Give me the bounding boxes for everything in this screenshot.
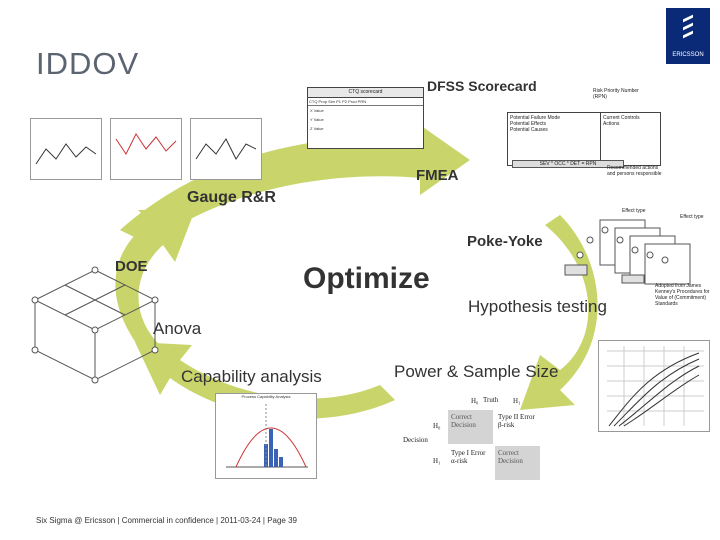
decision-label: Decision [403, 436, 428, 444]
decision-h0: H₀ [433, 422, 441, 430]
optimize-label: Optimize [303, 262, 430, 295]
poke-yoke-diagrams [564, 219, 691, 285]
page-title: IDDOV [36, 46, 140, 81]
arrow-top [120, 125, 470, 245]
ctq-col-headers: CTQ Prop Sim P1 P2 Prod PRN [308, 98, 423, 106]
truth-h1: H₁ [513, 397, 521, 405]
fmea-col-actions: Actions [603, 121, 620, 127]
ctq-row-x: X Value [310, 108, 324, 113]
truth-label: Truth [483, 396, 499, 404]
fmea-controls: Current Controls Actions [600, 112, 661, 166]
doe-label: DOE [115, 258, 148, 275]
cell-correct-2: Correct Decision [495, 446, 540, 480]
capability-label: Capability analysis [181, 367, 322, 386]
doe-cube [31, 266, 159, 384]
risk-priority-note: Risk Priority Number (RPN) [593, 88, 639, 100]
truth-h0: H₀ [471, 397, 479, 405]
arrow-bottom [135, 342, 395, 419]
gauge-label: Gauge R&R [187, 189, 276, 206]
capability-chart: Process Capability Analysis [215, 393, 317, 479]
power-sample-label: Power & Sample Size [394, 362, 559, 381]
anova-label: Anova [153, 319, 202, 338]
rpn-formula: SEV * OCC * DET = RPN [512, 160, 624, 168]
cell-correct-1: Correct Decision [448, 410, 493, 444]
poke-effect-type-1: Effect type [622, 208, 646, 214]
fmea-col-controls: Current Controls [603, 115, 640, 121]
gauge-chart-2 [110, 118, 182, 180]
fmea-effect: Potential Effects [510, 121, 547, 127]
gauge-chart-3 [190, 118, 262, 180]
ctq-row-z: Z Value [310, 126, 324, 131]
fmea-col-causes: Potential Causes [510, 127, 548, 133]
ctq-row-y: Y Value [310, 117, 324, 122]
decision-h1: H₁ [433, 457, 441, 465]
cell-type1: Type I Error α-risk [451, 449, 486, 465]
poke-note: Adopted from James Kenney's Procedures f… [655, 283, 710, 307]
fmea-label: FMEA [416, 167, 459, 184]
power-curve-chart [598, 340, 710, 432]
poke-effect-type-2: Effect type [680, 214, 704, 220]
footer: Six Sigma @ Ericsson | Commercial in con… [36, 516, 297, 525]
hypothesis-label: Hypothesis testing [468, 297, 607, 316]
dfss-label: DFSS Scorecard [427, 78, 537, 94]
gauge-chart-1 [30, 118, 102, 180]
cell-type2: Type II Error β-risk [498, 413, 535, 429]
action-note: Recommended actions and persons responsi… [607, 165, 662, 177]
decision-matrix: H₀ Truth H₁ Decision H₀ H₁ Correct Decis… [403, 395, 553, 485]
brand-name: ERICSSON [672, 52, 704, 58]
arrow-right [520, 215, 598, 410]
brand-logo: ERICSSON [666, 8, 710, 64]
fmea-row: Potential Failure Mode [510, 115, 561, 121]
poke-yoke-label: Poke-Yoke [467, 233, 543, 250]
ctq-scorecard-table: CTQ Prop Sim P1 P2 Prod PRN X Value Y Va… [307, 97, 424, 149]
fmea-table: Potential Failure Mode Potential Effects… [507, 112, 603, 166]
arrow-left [115, 210, 195, 355]
